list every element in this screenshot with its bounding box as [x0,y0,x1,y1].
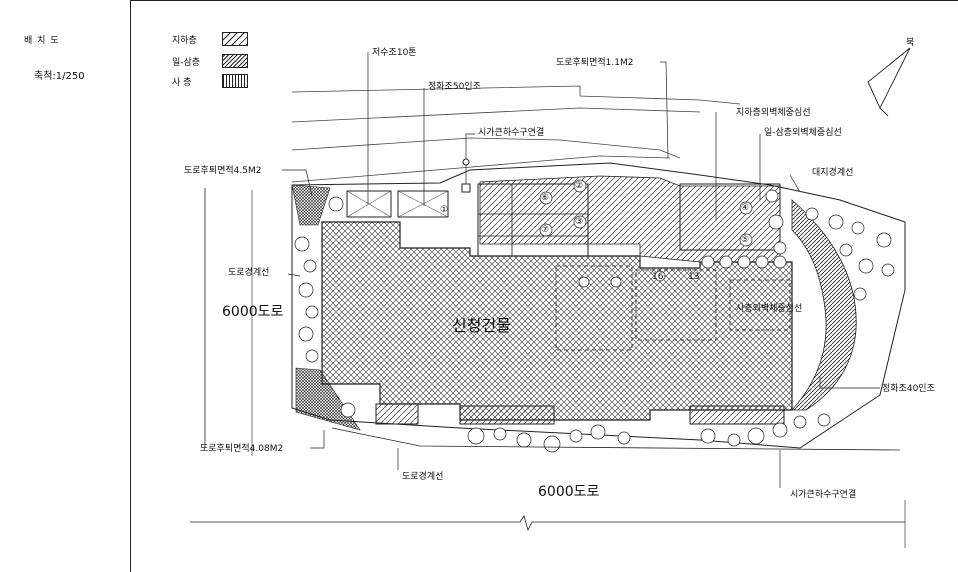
label-sewer-top: 시가큰하수구연결 [478,128,545,138]
label-new-building: 신청건물 [452,316,511,335]
legend-label-floor-4: 사 층 [172,78,192,88]
road-edge-bottom [331,427,901,451]
marker-13: 13 [688,272,700,282]
label-floors-1-3-wall: 일-삼층외벽체중심선 [764,128,842,138]
legend-label-floors-1-3: 일-삼층 [172,58,201,68]
legend-label-basement: 지하층 [172,36,197,46]
frame-top-border [130,0,958,1]
label-road-bottom: 6000도로 [538,484,600,500]
marker-16: 16 [652,272,664,282]
stair-block-mid [459,405,555,425]
marker-6: ⑥ [541,193,550,203]
label-site-boundary: 대지경계선 [812,168,854,178]
label-road-left: 6000도로 [222,304,284,320]
basement-zone-top [479,175,781,263]
leader-lines [282,52,880,488]
sewer-box-top [461,183,471,193]
legend-swatch-basement [222,32,248,46]
label-road-area-bottom: 도로후퇴면적4.08M2 [200,444,284,454]
label-basement-wall: 지하층외벽체중심선 [736,108,811,118]
north-label: 북 [906,38,915,48]
label-road-area-left: 도로후퇴면적4.5M2 [184,166,262,176]
label-water-tank: 저수조10톤 [372,48,417,58]
fourth-floor-dashed-outline [555,265,791,351]
stair-block-left [375,403,419,425]
curved-ramp [791,199,857,411]
road-setback-left-top [291,184,331,226]
label-septic-40: 정화조40인조 [882,384,935,394]
utility-box-1 [346,190,392,218]
tank-block [477,183,589,257]
marker-5: ⑤ [741,235,750,245]
stair-block-right [689,405,785,425]
legend-swatch-floor-4 [222,74,248,88]
label-sewer-bottom: 시가큰하수구연결 [790,490,857,500]
label-septic-50: 정화조50인조 [428,82,481,92]
label-road-boundary-left: 도로경계선 [228,268,270,278]
label-road-area-top: 도로후퇴면적1.1M2 [556,58,634,68]
utility-box-2 [397,190,449,218]
sheet-title: 배 치 도 [24,36,60,46]
title-block-column [0,0,131,572]
street-curb-lines [291,85,741,183]
marker-7: ⑦ [541,225,550,235]
marker-3: ③ [575,217,584,227]
label-floor4-wall: 사층외벽체중심선 [736,304,803,314]
landscaping-trees [294,189,895,453]
marker-2: ② [575,181,584,191]
pipe-markers [539,179,753,288]
marker-1: ① [440,205,449,215]
north-arrow-icon [867,47,911,117]
sewer-node-top [462,158,470,166]
road-centerline-bottom [190,515,905,532]
label-road-boundary-bottom: 도로경계선 [402,472,444,482]
marker-4: ④ [741,203,750,213]
legend-swatch-floors-1-3 [222,54,248,68]
sheet-scale: 축척:1/250 [34,71,85,82]
